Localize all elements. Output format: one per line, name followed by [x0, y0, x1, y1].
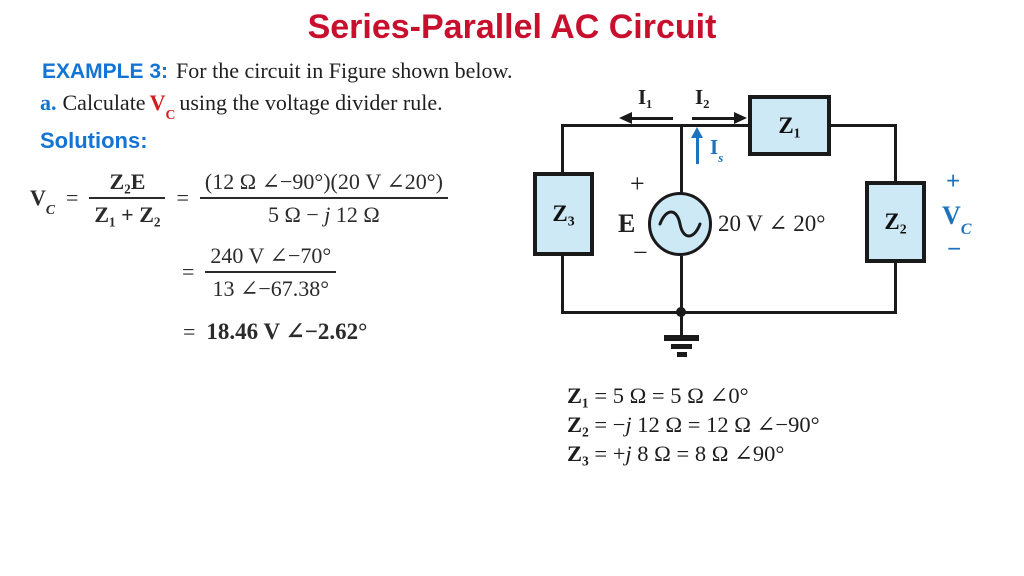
is-arrowhead-icon	[691, 127, 703, 138]
fraction-bar	[205, 270, 337, 273]
i2-arrowhead-icon	[734, 112, 747, 124]
fraction-bar	[199, 196, 448, 199]
wire-right-vertical	[894, 124, 897, 184]
equation-line-2: = 240 V ∠−70° 13 ∠−67.38°	[182, 242, 337, 302]
i1-label: I₁	[638, 85, 653, 109]
vc-lhs: VC	[30, 185, 55, 217]
impedance-box-z3: Z₃	[533, 172, 594, 256]
i2-arrow-shaft	[692, 117, 734, 120]
i1-arrow-shaft	[631, 117, 673, 120]
fraction-bar	[89, 196, 166, 199]
i2-label: I₂	[695, 85, 710, 109]
equals-sign: =	[176, 185, 189, 210]
node-dot	[676, 307, 686, 317]
impedance-def-z1: Z₁ = 5 Ω = 5 Ω ∠0°	[567, 383, 749, 408]
wire-left-upper	[561, 124, 564, 176]
i1-arrowhead-icon	[619, 112, 632, 124]
fraction-symbolic: Z₂E Z₁ + Z₂	[89, 168, 166, 228]
result-value: 18.46 V ∠−2.62°	[206, 319, 368, 344]
task-letter: a.	[40, 90, 57, 115]
impedance-def-z3: Z₃ = +j 8 Ω = 8 Ω ∠90°	[567, 441, 785, 466]
wire-top-left	[561, 124, 751, 127]
ground-stem	[680, 311, 683, 337]
source-name-label: E	[618, 209, 636, 238]
impedance-definitions: Z₁ = 5 Ω = 5 Ω ∠0° Z₂ = −j 12 Ω = 12 Ω ∠…	[567, 381, 820, 468]
z2-box-label: Z₂	[884, 209, 907, 234]
impedance-box-z2: Z₂	[865, 181, 926, 263]
source-plus-sign: +	[630, 169, 645, 198]
source-value-label: 20 V ∠ 20°	[718, 211, 826, 236]
sine-wave-icon	[658, 210, 702, 238]
task-post: using the voltage divider rule.	[179, 90, 443, 115]
solutions-label: Solutions:	[40, 128, 148, 153]
page-title: Series-Parallel AC Circuit	[307, 8, 717, 46]
is-arrow-shaft	[696, 137, 699, 164]
example-line: EXAMPLE 3: For the circuit in Figure show…	[42, 58, 513, 84]
vc-minus-sign: −	[947, 236, 962, 263]
example-label: EXAMPLE 3:	[42, 60, 169, 83]
vc-plus-sign: +	[946, 168, 961, 195]
equation-line-3: = 18.46 V ∠−2.62°	[183, 318, 367, 345]
equation-line-1: VC = Z₂E Z₁ + Z₂ = (12 Ω ∠−90°)(20 V ∠20…	[30, 168, 448, 228]
example-text: For the circuit in Figure shown below.	[176, 58, 513, 83]
fraction-numeric: (12 Ω ∠−90°)(20 V ∠20°) 5 Ω − j 12 Ω	[199, 168, 448, 228]
impedance-box-z1: Z₁	[748, 95, 831, 156]
wire-source-lower	[680, 256, 683, 313]
impedance-def-z2: Z₂ = −j 12 Ω = 12 Ω ∠−90°	[567, 412, 820, 437]
equals-sign: =	[183, 318, 196, 344]
wire-z2-lower	[894, 261, 897, 313]
equals-sign: =	[65, 185, 79, 210]
fraction-polar: 240 V ∠−70° 13 ∠−67.38°	[205, 242, 337, 302]
wire-source-upper	[680, 124, 683, 194]
z1-box-label: Z₁	[778, 112, 801, 138]
equals-sign: =	[182, 259, 195, 284]
wire-top-right	[829, 124, 897, 127]
is-label: Is	[710, 135, 724, 166]
wire-bottom	[561, 311, 897, 314]
z3-box-label: Z₃	[552, 201, 575, 226]
ac-source-icon	[648, 192, 712, 256]
vc-label: VC	[942, 201, 972, 239]
wire-left-lower	[561, 254, 564, 313]
source-minus-sign: −	[633, 238, 648, 267]
task-pre: Calculate	[62, 90, 146, 115]
vc-symbol: VC	[149, 90, 176, 122]
